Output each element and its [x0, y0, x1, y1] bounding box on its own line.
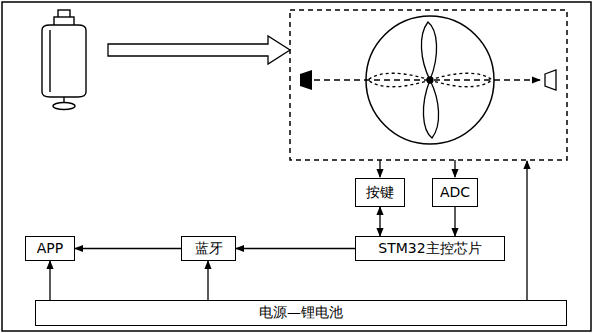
connector-arrow	[75, 248, 181, 249]
beam-line	[314, 79, 540, 80]
connector-arrow	[49, 261, 50, 300]
node-label: ADC	[440, 185, 470, 200]
node-label: 电源—锂电池	[259, 305, 343, 320]
power-wire	[526, 161, 527, 300]
signal-wire	[454, 160, 455, 177]
power-band: 电源—锂电池	[35, 300, 567, 326]
button-box: 按键	[355, 178, 405, 207]
signal-wire	[379, 160, 380, 177]
node-label: 按键	[366, 185, 394, 200]
node-label: STM32主控芯片	[378, 241, 481, 256]
emitter-symbol	[300, 70, 312, 90]
receiver-symbol	[545, 70, 556, 90]
bluetooth-box: 蓝牙	[181, 236, 236, 261]
connector-arrow	[379, 207, 380, 236]
node-label: APP	[37, 241, 63, 256]
connector-arrow	[236, 248, 355, 249]
node-label: 蓝牙	[195, 241, 223, 256]
app-box: APP	[25, 236, 75, 261]
mcu-box: STM32主控芯片	[355, 236, 505, 261]
hollow-arrow	[108, 36, 290, 64]
connector-arrow	[207, 261, 208, 300]
device-figure	[42, 10, 86, 110]
adc-box: ADC	[432, 178, 478, 207]
dashed-region	[290, 10, 567, 160]
connector-arrow	[454, 207, 455, 236]
